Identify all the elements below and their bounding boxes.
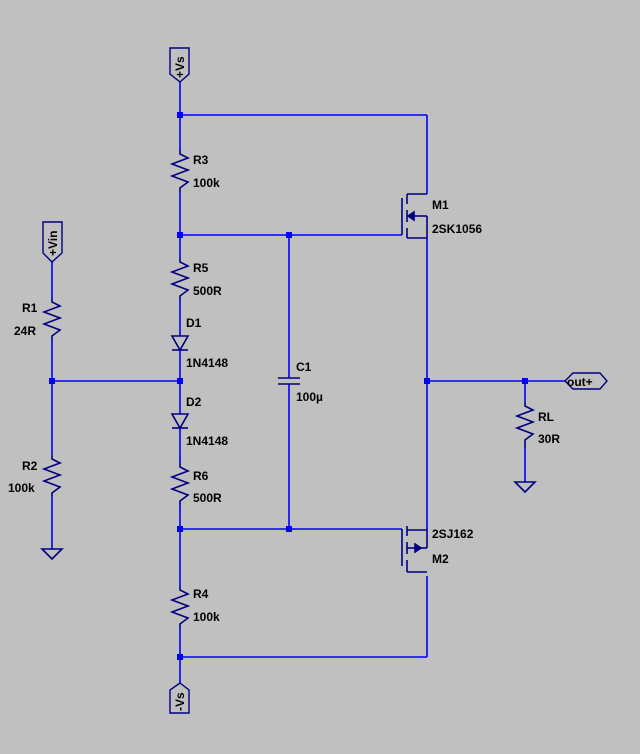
mosfet-m2: 2SJ162 M2 — [401, 526, 474, 573]
c1-value: 100µ — [296, 390, 323, 404]
out-flag: out+ — [564, 372, 608, 390]
vs-neg-label: -Vs — [173, 692, 187, 711]
c1-ref: C1 — [296, 360, 312, 374]
resistor-r4: R4 100k — [169, 586, 220, 628]
m2-ref: M2 — [432, 552, 449, 566]
r5-ref: R5 — [193, 261, 209, 275]
vs-pos-label: +Vs — [173, 56, 187, 78]
r3-value: 100k — [193, 176, 220, 190]
m1-ref: M1 — [432, 198, 449, 212]
r6-ref: R6 — [193, 469, 209, 483]
mosfet-m1: M1 2SK1056 — [401, 193, 482, 239]
out-label: out+ — [567, 375, 593, 389]
vin-label: +Vin — [46, 231, 60, 256]
resistor-r2: R2 100k — [8, 455, 63, 497]
r1-value: 24R — [14, 324, 36, 338]
junction-dots — [49, 112, 528, 660]
r2-value: 100k — [8, 481, 35, 495]
r1-ref: R1 — [22, 301, 38, 315]
d1-ref: D1 — [186, 316, 202, 330]
vin-flag: +Vin — [42, 221, 63, 263]
d2-value: 1N4148 — [186, 434, 228, 448]
rl-ref: RL — [538, 410, 554, 424]
capacitor-c1: C1 100µ — [278, 360, 323, 404]
r5-value: 500R — [193, 284, 222, 298]
resistor-r1: R1 24R — [14, 298, 63, 340]
resistor-rl: RL 30R — [514, 402, 560, 448]
r4-value: 100k — [193, 610, 220, 624]
diode-d1: D1 1N4148 — [170, 316, 228, 370]
resistor-r6: R6 500R — [169, 463, 222, 505]
wires — [51, 82, 565, 683]
r2-ref: R2 — [22, 459, 38, 473]
r4-ref: R4 — [193, 587, 209, 601]
resistor-r5: R5 500R — [169, 258, 222, 300]
m1-value: 2SK1056 — [432, 222, 482, 236]
m2-value: 2SJ162 — [432, 527, 474, 541]
ground-rl-icon — [513, 481, 537, 494]
d1-value: 1N4148 — [186, 356, 228, 370]
d2-ref: D2 — [186, 395, 202, 409]
r3-ref: R3 — [193, 153, 209, 167]
vs-neg-flag: -Vs — [169, 682, 190, 714]
resistor-r3: R3 100k — [169, 150, 220, 192]
ground-r2-icon — [40, 548, 64, 561]
vs-pos-flag: +Vs — [169, 47, 190, 83]
r6-value: 500R — [193, 491, 222, 505]
diode-d2: D2 1N4148 — [170, 395, 228, 448]
rl-value: 30R — [538, 432, 560, 446]
